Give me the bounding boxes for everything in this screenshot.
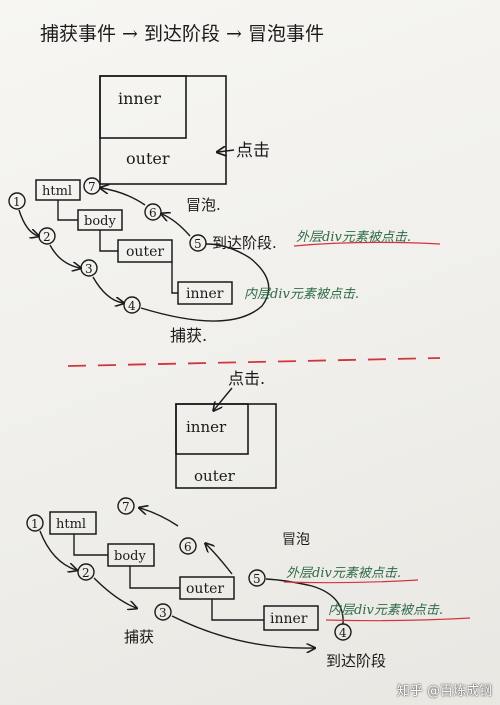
top-note-inner: 内层div元素被点击. — [244, 287, 359, 302]
bottom-capture-arrows — [39, 530, 314, 648]
bottom-note-inner-underline — [325, 617, 471, 622]
top-target-label: 到达阶段. — [212, 234, 277, 252]
top-step-5: 5 — [194, 237, 202, 251]
bottom-step-6: 6 — [184, 540, 192, 554]
top-capture-label: 捕获. — [170, 326, 207, 345]
top-capture-arrows — [18, 209, 123, 303]
bottom-capture-label: 捕获 — [124, 628, 154, 646]
bottom-nested-boxes — [175, 403, 277, 489]
top-nested-boxes — [99, 75, 227, 185]
bottom-node-html: html — [56, 517, 86, 532]
bottom-note-outer-underline — [283, 579, 419, 584]
top-click-label: 点击 — [236, 141, 270, 161]
bottom-step-7: 7 — [122, 500, 130, 514]
bottom-box-inner-label: inner — [186, 418, 227, 436]
bottom-target-label: 到达阶段 — [326, 652, 386, 670]
bottom-click-arrow — [214, 387, 233, 410]
watermark: 知乎 @百炼成钢 — [396, 684, 492, 699]
top-node-html: html — [42, 184, 72, 199]
top-step-7: 7 — [88, 180, 96, 194]
top-box-outer-label: outer — [126, 149, 170, 168]
top-node-inner: inner — [186, 286, 224, 302]
top-target-loop — [140, 243, 270, 322]
bottom-step-1: 1 — [31, 517, 39, 531]
bottom-step-2: 2 — [82, 566, 90, 580]
top-box-inner-label: inner — [118, 89, 161, 108]
bottom-tree-connectors — [73, 534, 264, 621]
bottom-node-body: body — [114, 549, 146, 564]
bottom-target-loop — [265, 578, 344, 625]
top-bubble-label: 冒泡. — [186, 196, 221, 214]
top-node-outer: outer — [126, 244, 164, 260]
top-note-outer: 外层div元素被点击. — [296, 230, 411, 245]
bottom-bubble-arrows — [140, 508, 233, 575]
top-step-3: 3 — [85, 262, 93, 276]
bottom-click-label: 点击. — [228, 369, 265, 388]
top-node-body: body — [84, 214, 116, 229]
bottom-node-inner: inner — [270, 611, 308, 627]
section-divider — [67, 357, 441, 367]
top-step-2: 2 — [43, 230, 51, 244]
bottom-step-4: 4 — [339, 626, 347, 640]
top-step-1: 1 — [13, 195, 21, 209]
bottom-step-5: 5 — [253, 572, 261, 586]
top-step-6: 6 — [149, 206, 157, 220]
top-note-underline — [293, 241, 441, 247]
bottom-node-outer: outer — [186, 581, 224, 597]
top-bubble-arrows — [101, 188, 191, 237]
top-click-arrow — [218, 150, 235, 152]
top-tree-connectors — [57, 200, 178, 294]
bottom-box-outer-label: outer — [194, 467, 236, 485]
bottom-step-3: 3 — [159, 606, 167, 620]
bottom-note-inner: 内层div元素被点击. — [328, 603, 443, 618]
bottom-bubble-label: 冒泡 — [282, 532, 310, 548]
top-step-4: 4 — [128, 299, 136, 313]
title: 捕获事件 → 到达阶段 → 冒泡事件 — [40, 23, 324, 45]
bottom-note-outer: 外层div元素被点击. — [286, 566, 401, 581]
